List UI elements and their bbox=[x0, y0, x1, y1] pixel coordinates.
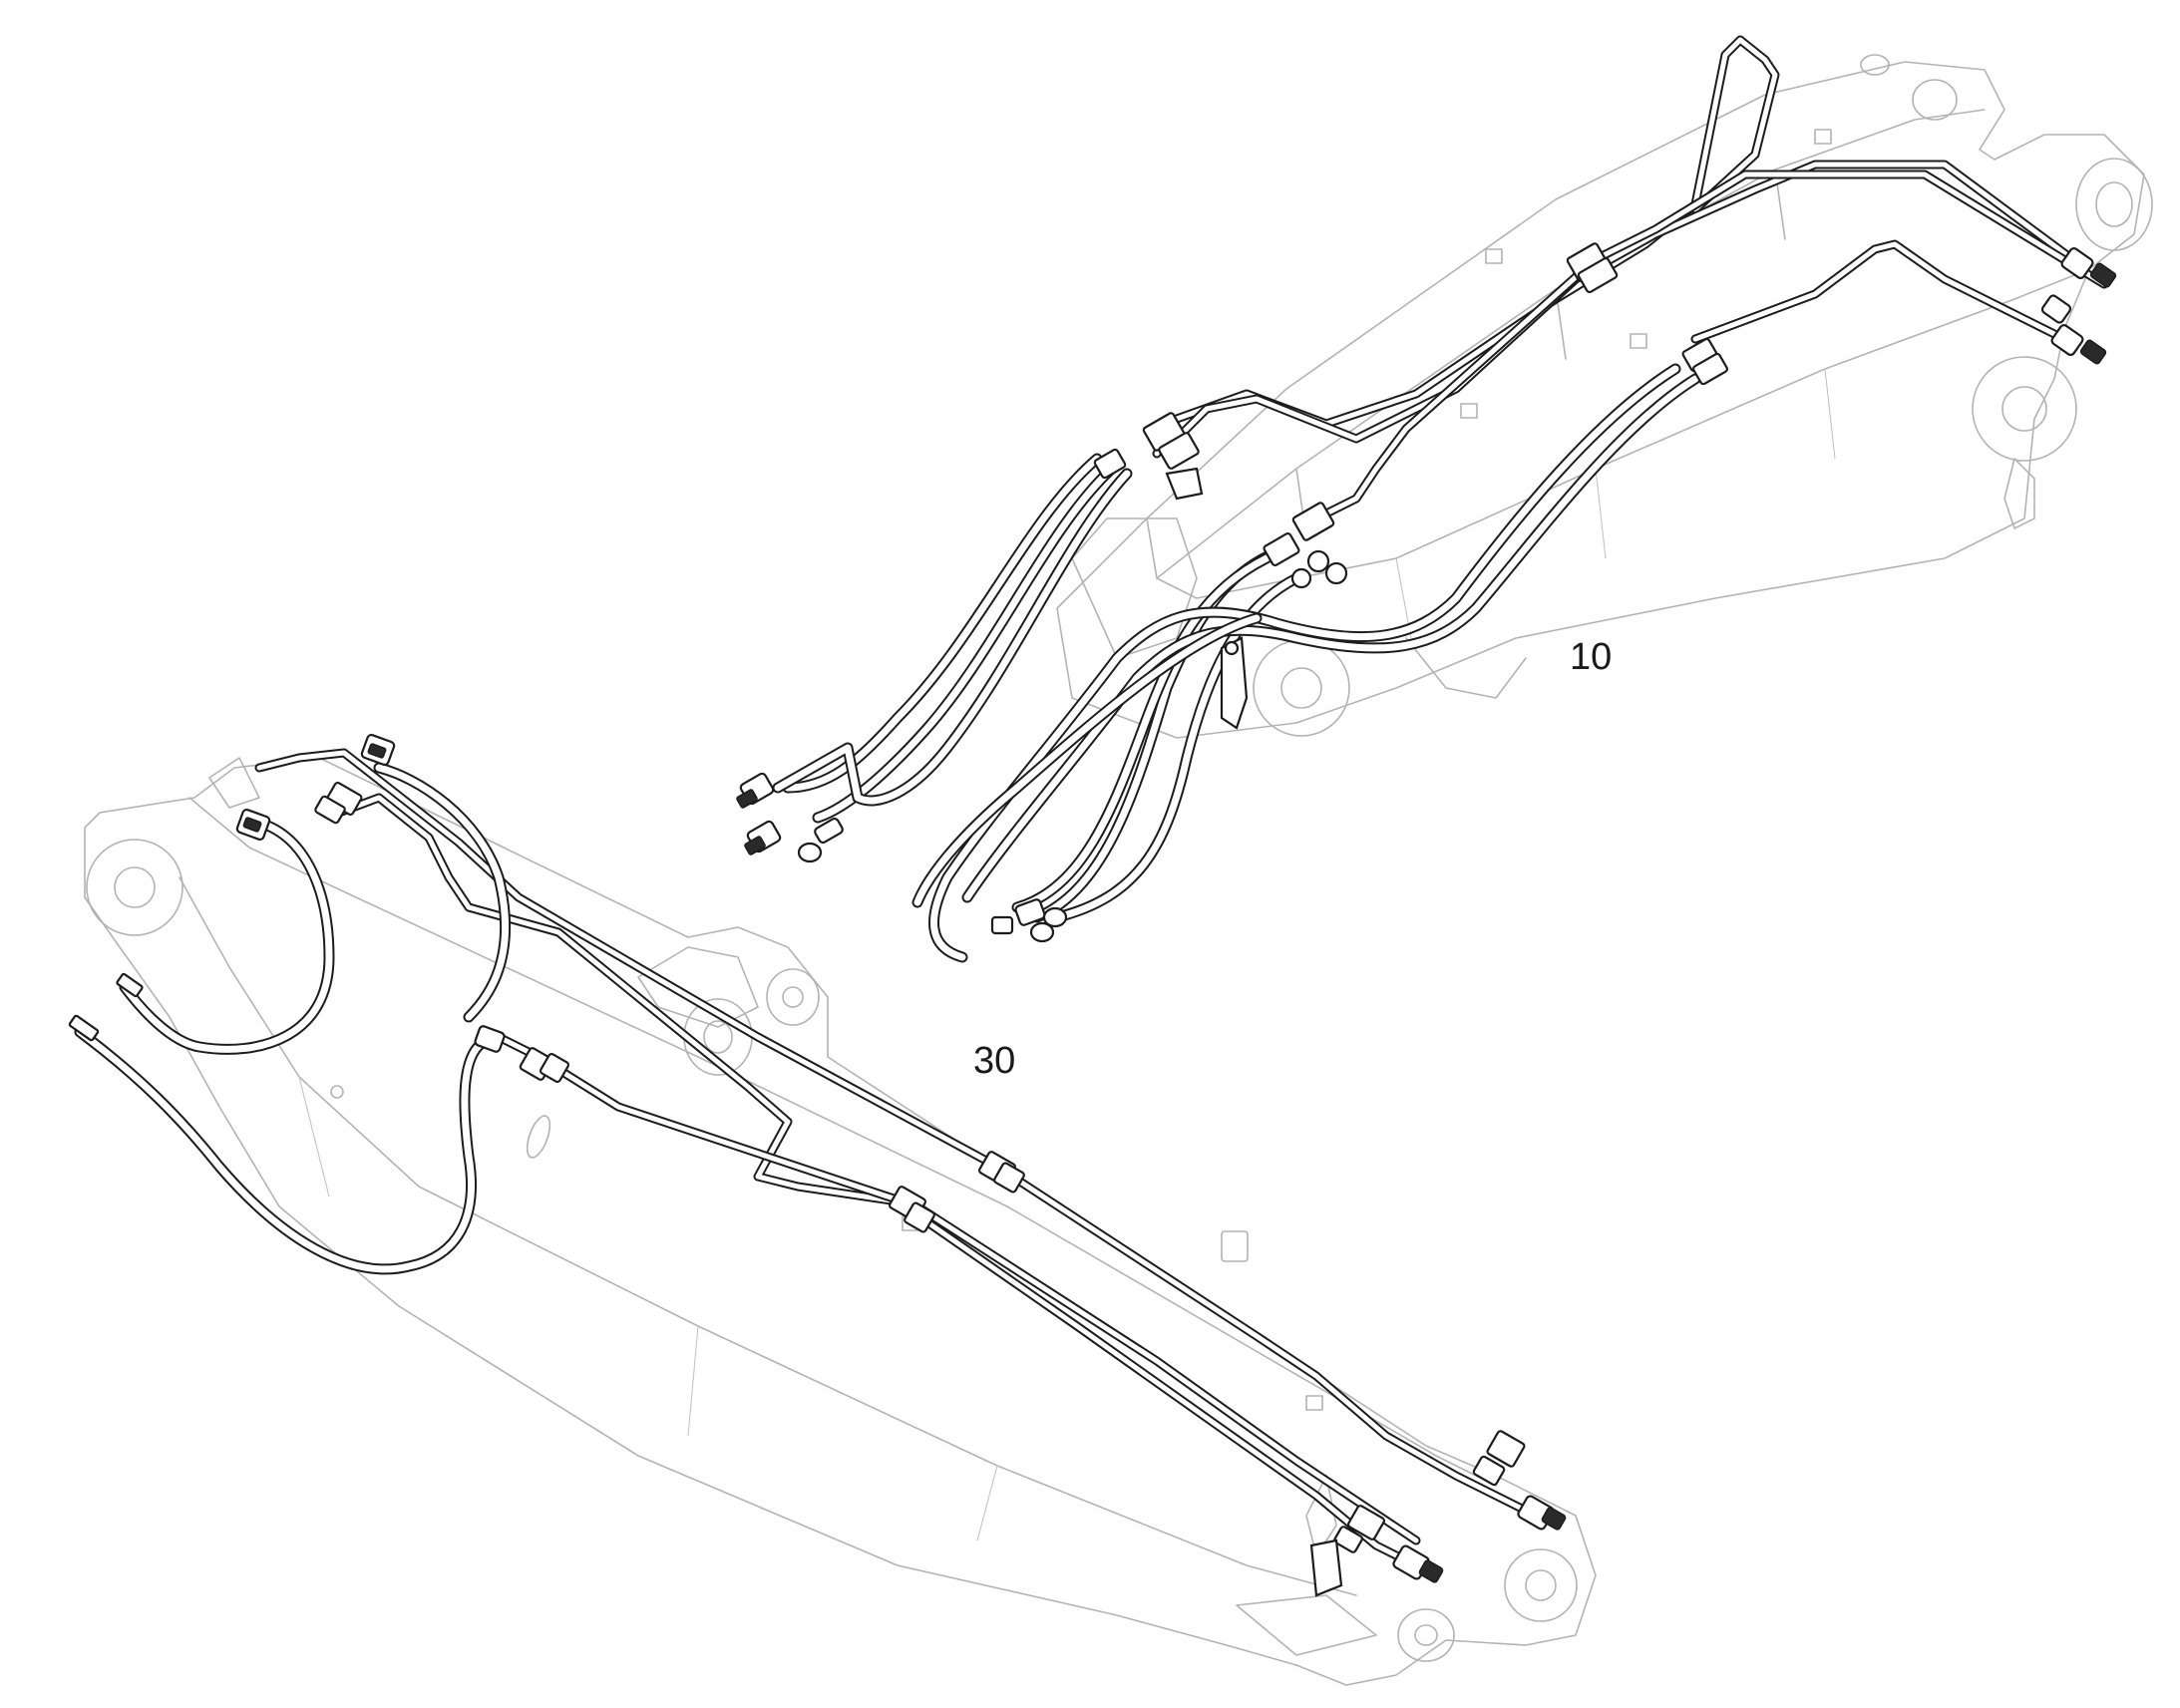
hydraulic-fitting-icon bbox=[797, 817, 844, 863]
hydraulic-fitting-icon bbox=[68, 972, 144, 1042]
arm-fittings bbox=[68, 733, 1567, 1597]
hydraulic-fitting-icon bbox=[736, 772, 775, 809]
hydraulic-fitting-icon bbox=[474, 1025, 506, 1053]
hydraulic-fitting-icon bbox=[235, 808, 271, 842]
hydraulic-fitting-icon bbox=[2050, 324, 2107, 365]
arm-structure-outline bbox=[84, 757, 1597, 1686]
pipe-clamp-icon bbox=[1333, 1505, 1385, 1553]
boom-hydraulic-lines bbox=[772, 35, 2109, 963]
pipe-clamp-icon bbox=[1681, 337, 1728, 386]
pipe-clamp-icon bbox=[1472, 1430, 1526, 1487]
pipe-clamp-icon bbox=[978, 1151, 1025, 1194]
hydraulic-fitting-icon bbox=[2060, 247, 2117, 288]
boom-fittings bbox=[736, 242, 2117, 943]
hydraulic-fitting-icon bbox=[1392, 1544, 1444, 1583]
callout-label-lower-assembly: 30 bbox=[973, 1040, 1016, 1082]
pipe-clamp-icon bbox=[889, 1186, 935, 1233]
pipe-clamp-icon bbox=[519, 1047, 570, 1084]
pipe-clamp-icon bbox=[1566, 242, 1619, 294]
hydraulic-fitting-icon bbox=[360, 733, 396, 767]
pipe-clamp-icon bbox=[1263, 502, 1348, 589]
hydraulic-fitting-icon bbox=[744, 820, 782, 855]
hydraulic-fitting-icon bbox=[2040, 294, 2072, 324]
pipe-clamp-icon bbox=[314, 781, 363, 825]
pipe-clamp-icon bbox=[1093, 412, 1204, 501]
callout-label-upper-assembly: 10 bbox=[1570, 636, 1613, 678]
hydraulic-fitting-icon bbox=[1517, 1495, 1567, 1531]
hydraulic-fitting-icon bbox=[990, 898, 1068, 943]
